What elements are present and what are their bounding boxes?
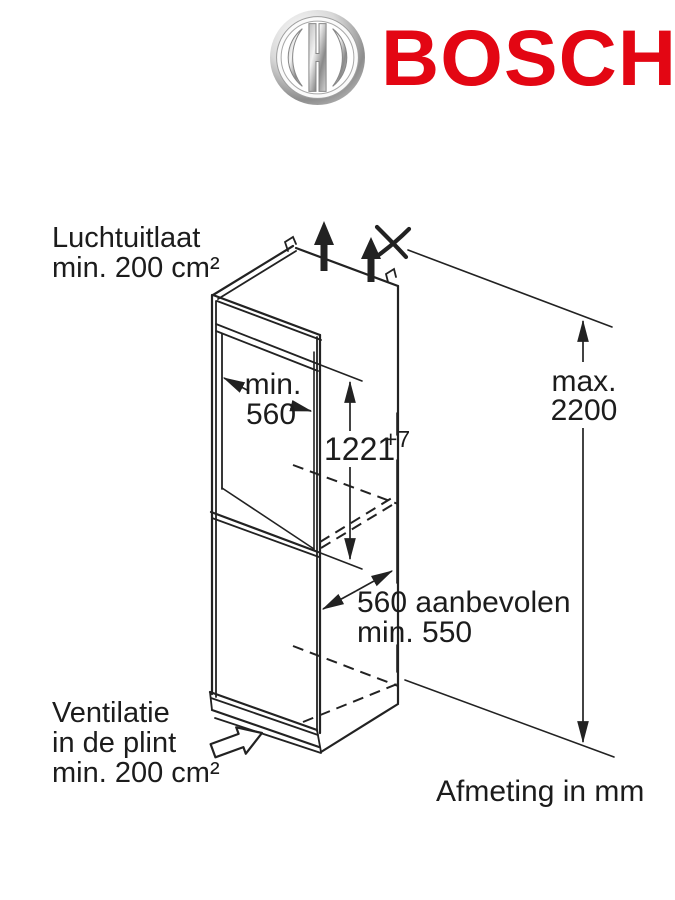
niche-height-value: 1221 (324, 431, 395, 467)
plinth-airflow-arrow-icon (209, 726, 264, 759)
plinth-vent-label: Ventilatie in de plint min. 200 cm² (52, 697, 220, 789)
dim-max-height: max. 2200 (551, 319, 618, 744)
units-note: Afmeting in mm (436, 775, 644, 808)
brand-header: BOSCH (269, 8, 675, 106)
max-height-label-1: max. (551, 365, 616, 398)
shelf-back-edge-hidden (292, 464, 399, 505)
mid-shelf (209, 464, 399, 558)
depth-label-2: min. 550 (357, 616, 472, 649)
plinth-vent-line-3: min. 200 cm² (52, 757, 220, 789)
floor-back-edge-hidden (292, 645, 399, 687)
air-outlet-line-1: Luchtuitlaat (52, 222, 200, 254)
x-mark-icon (373, 224, 412, 260)
bosch-anchor-icon (270, 9, 365, 105)
niche-height-tolerance: +7 (384, 426, 410, 452)
plinth-vent-line-1: Ventilatie (52, 697, 170, 729)
rear-right-notch (384, 267, 397, 283)
cabinet-top-face (211, 235, 400, 341)
dim-niche-width: min. 560 (222, 368, 313, 431)
brand-wordmark: BOSCH (381, 12, 675, 102)
rear-left-notch (283, 235, 297, 252)
top-vent-trim (215, 323, 319, 372)
plinth-and-base (208, 645, 399, 754)
air-outlet-label: Luchtuitlaat min. 200 cm² (52, 222, 220, 284)
niche-width-label-1: min. (245, 368, 302, 401)
dim-depth: 560 aanbevolen min. 550 (321, 570, 571, 649)
extension-lines (317, 249, 615, 758)
airflow-up-arrow-1 (314, 221, 334, 271)
shelf-depth-hidden-1 (320, 501, 398, 549)
niche-width-label-2: 560 (246, 398, 296, 431)
air-outlet-line-2: min. 200 cm² (52, 252, 220, 284)
cabinet-body (210, 284, 400, 754)
dim-niche-height: 1221 +7 (324, 380, 410, 561)
shelf-depth-hidden-2 (319, 495, 396, 543)
depth-label-1: 560 aanbevolen (357, 586, 571, 619)
max-height-label-2: 2200 (551, 394, 618, 427)
airflow-up-arrow-2 (361, 237, 381, 282)
plinth-vent-line-2: in de plint (52, 727, 176, 759)
